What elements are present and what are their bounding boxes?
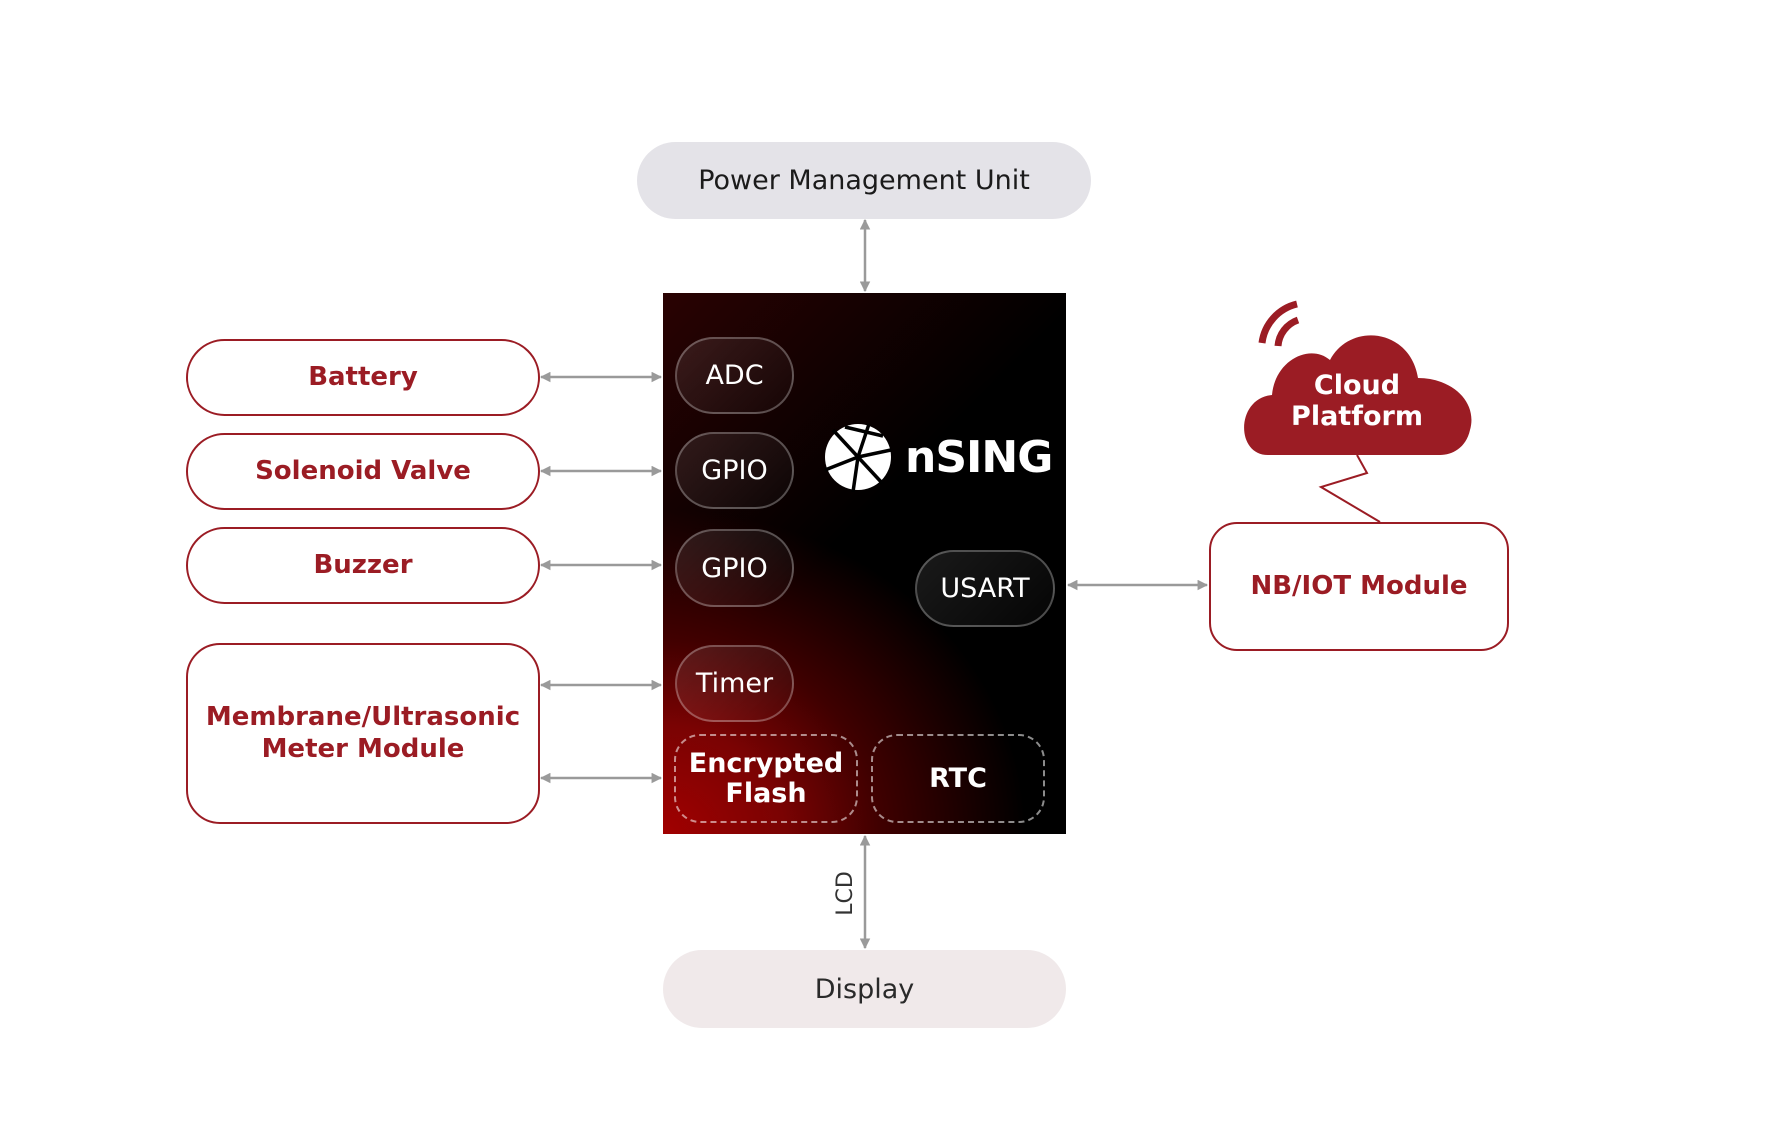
display-label: Display [814,973,915,1005]
flash-label-line2: Flash [725,777,807,809]
battery-block: Battery [186,339,540,416]
lcd-bus-label-wrap: LCD [820,871,870,916]
flash-label-line1: Encrypted [688,747,844,779]
pmu-label: Power Management Unit [698,165,1030,196]
meter-module-block: Membrane/Ultrasonic Meter Module [186,643,540,824]
display-block: Display [663,950,1066,1028]
meter-module-label-line2: Meter Module [261,733,465,764]
nb-iot-module-block: NB/IOT Module [1209,522,1509,651]
rtc-block: RTC [871,734,1045,823]
wifi-signal-icon [1258,300,1300,347]
usart-label: USART [940,573,1030,604]
battery-label: Battery [308,361,418,392]
solenoid-valve-label: Solenoid Valve [255,455,471,486]
solenoid-valve-block: Solenoid Valve [186,433,540,510]
meter-module-label-line1: Membrane/Ultrasonic [205,702,521,733]
nsing-brand-text: nSING [905,431,1053,483]
wireless-link-zigzag [1318,454,1381,523]
timer-label: Timer [695,668,774,699]
cloud-label-line1: Cloud [1313,369,1401,401]
adc-interface: ADC [675,337,794,414]
mcu-chip: ADC GPIO GPIO Timer USART nSING Encrypte… [663,293,1066,834]
gpio-label-2: GPIO [701,552,768,584]
gpio-interface-1: GPIO [675,432,794,509]
cloud-platform-label: Cloud Platform [1262,366,1452,436]
usart-interface: USART [915,550,1055,627]
cloud-label-line2: Platform [1291,401,1423,432]
nsing-logo: nSING [823,421,1053,493]
gpio-interface-2: GPIO [675,529,794,607]
gpio-label-1: GPIO [701,455,768,486]
adc-label: ADC [705,360,764,391]
nsing-logo-icon [824,423,892,492]
lcd-bus-label: LCD [832,870,858,916]
rtc-label: RTC [929,762,987,794]
cloud-icon [1244,335,1472,455]
buzzer-block: Buzzer [186,527,540,604]
power-management-unit-block: Power Management Unit [637,142,1091,219]
buzzer-label: Buzzer [313,549,413,580]
timer-interface: Timer [675,645,794,722]
nb-iot-label: NB/IOT Module [1250,570,1468,601]
encrypted-flash-block: Encrypted Flash [674,734,858,823]
